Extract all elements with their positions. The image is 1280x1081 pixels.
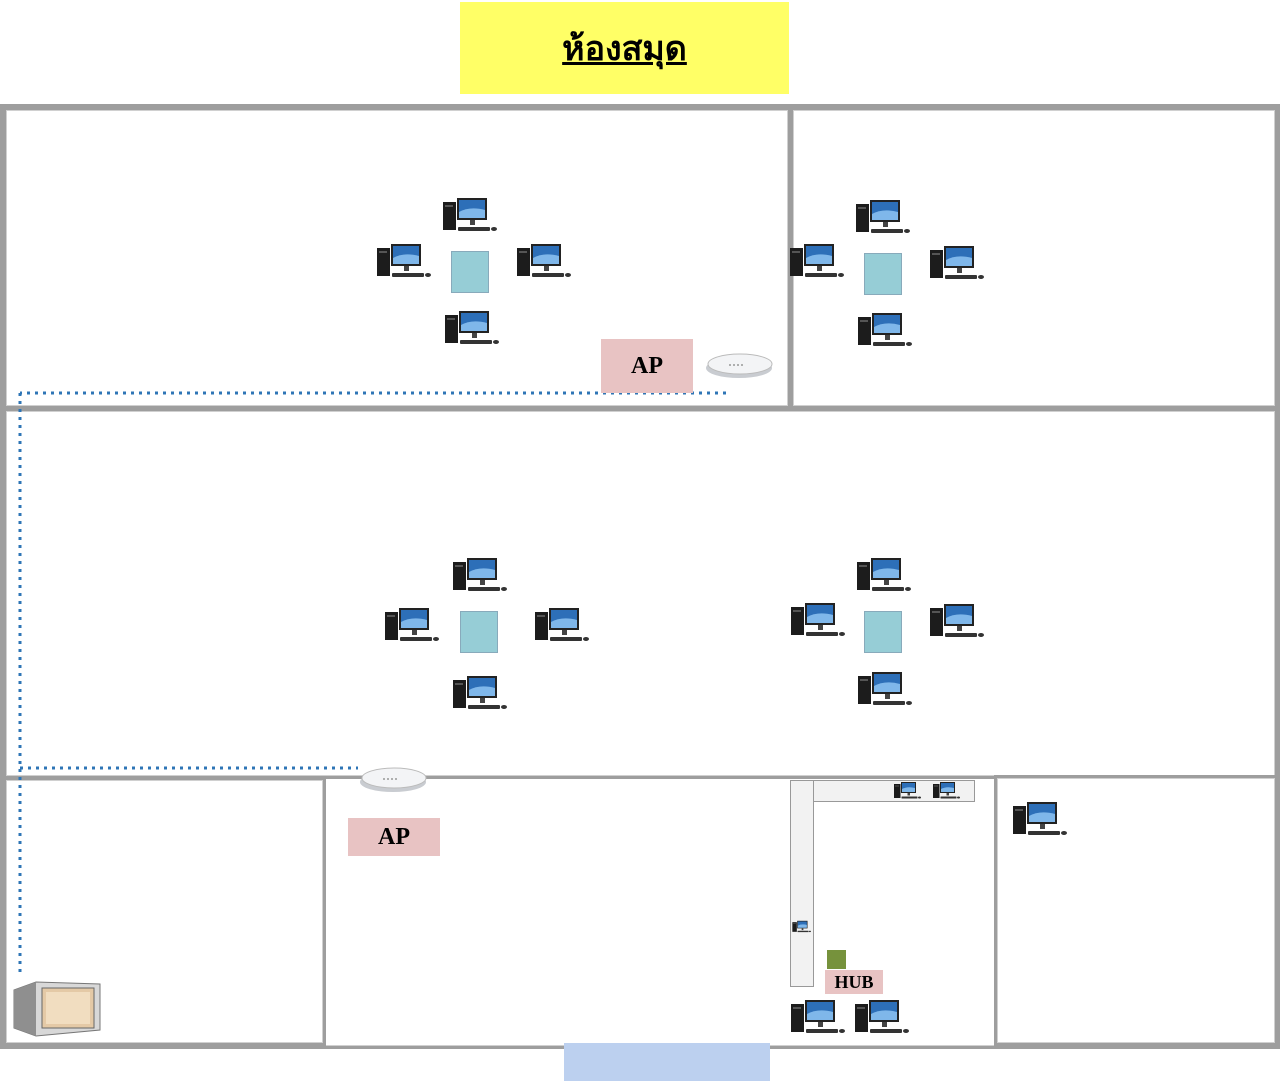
- room-bottom-right: [994, 775, 1278, 1046]
- counter-vertical: [790, 780, 814, 987]
- desktop-computer-icon: [791, 603, 845, 636]
- table-hall-left: [460, 611, 498, 653]
- table-top-right: [864, 253, 902, 295]
- ap-label-top: AP: [601, 339, 693, 393]
- desktop-computer-icon: [535, 608, 589, 641]
- desktop-computer-icon: [857, 558, 911, 591]
- table-hall-right: [864, 611, 902, 653]
- desktop-computer-icon: [790, 244, 844, 277]
- desktop-computer-icon: [858, 313, 912, 346]
- desktop-computer-icon: [933, 782, 960, 799]
- network-rack-icon: [13, 981, 101, 1037]
- desktop-computer-icon: [443, 198, 497, 231]
- table-top-left: [451, 251, 489, 293]
- room-bottom-left: [3, 777, 326, 1046]
- title-box: ห้องสมุด: [460, 2, 789, 94]
- entrance-door: [564, 1043, 770, 1081]
- access-point-icon: [706, 353, 773, 378]
- hub-label: HUB: [825, 970, 883, 994]
- desktop-computer-icon: [1013, 802, 1067, 835]
- desktop-computer-icon: [855, 1000, 909, 1033]
- main-hall: [3, 408, 1278, 779]
- desktop-computer-icon: [791, 1000, 845, 1033]
- desktop-computer-icon: [445, 311, 499, 344]
- ap-label-bottom-text: AP: [378, 823, 410, 850]
- desktop-computer-icon: [930, 604, 984, 637]
- page-title: ห้องสมุด: [562, 31, 687, 68]
- desktop-computer-icon: [517, 244, 571, 277]
- ap-label-bottom: AP: [348, 818, 440, 856]
- desktop-computer-icon: [894, 782, 921, 799]
- desktop-computer-icon: [856, 200, 910, 233]
- desktop-computer-icon: [858, 672, 912, 705]
- hub-label-text: HUB: [834, 971, 874, 992]
- desktop-computer-icon: [930, 246, 984, 279]
- desktop-computer-icon: [385, 608, 439, 641]
- ap-label-top-text: AP: [631, 352, 663, 379]
- desktop-computer-icon: [792, 920, 811, 933]
- hub-device: [827, 950, 846, 969]
- desktop-computer-icon: [453, 676, 507, 709]
- room-top-left: [3, 107, 791, 409]
- desktop-computer-icon: [377, 244, 431, 277]
- desktop-computer-icon: [453, 558, 507, 591]
- access-point-icon: [360, 767, 427, 792]
